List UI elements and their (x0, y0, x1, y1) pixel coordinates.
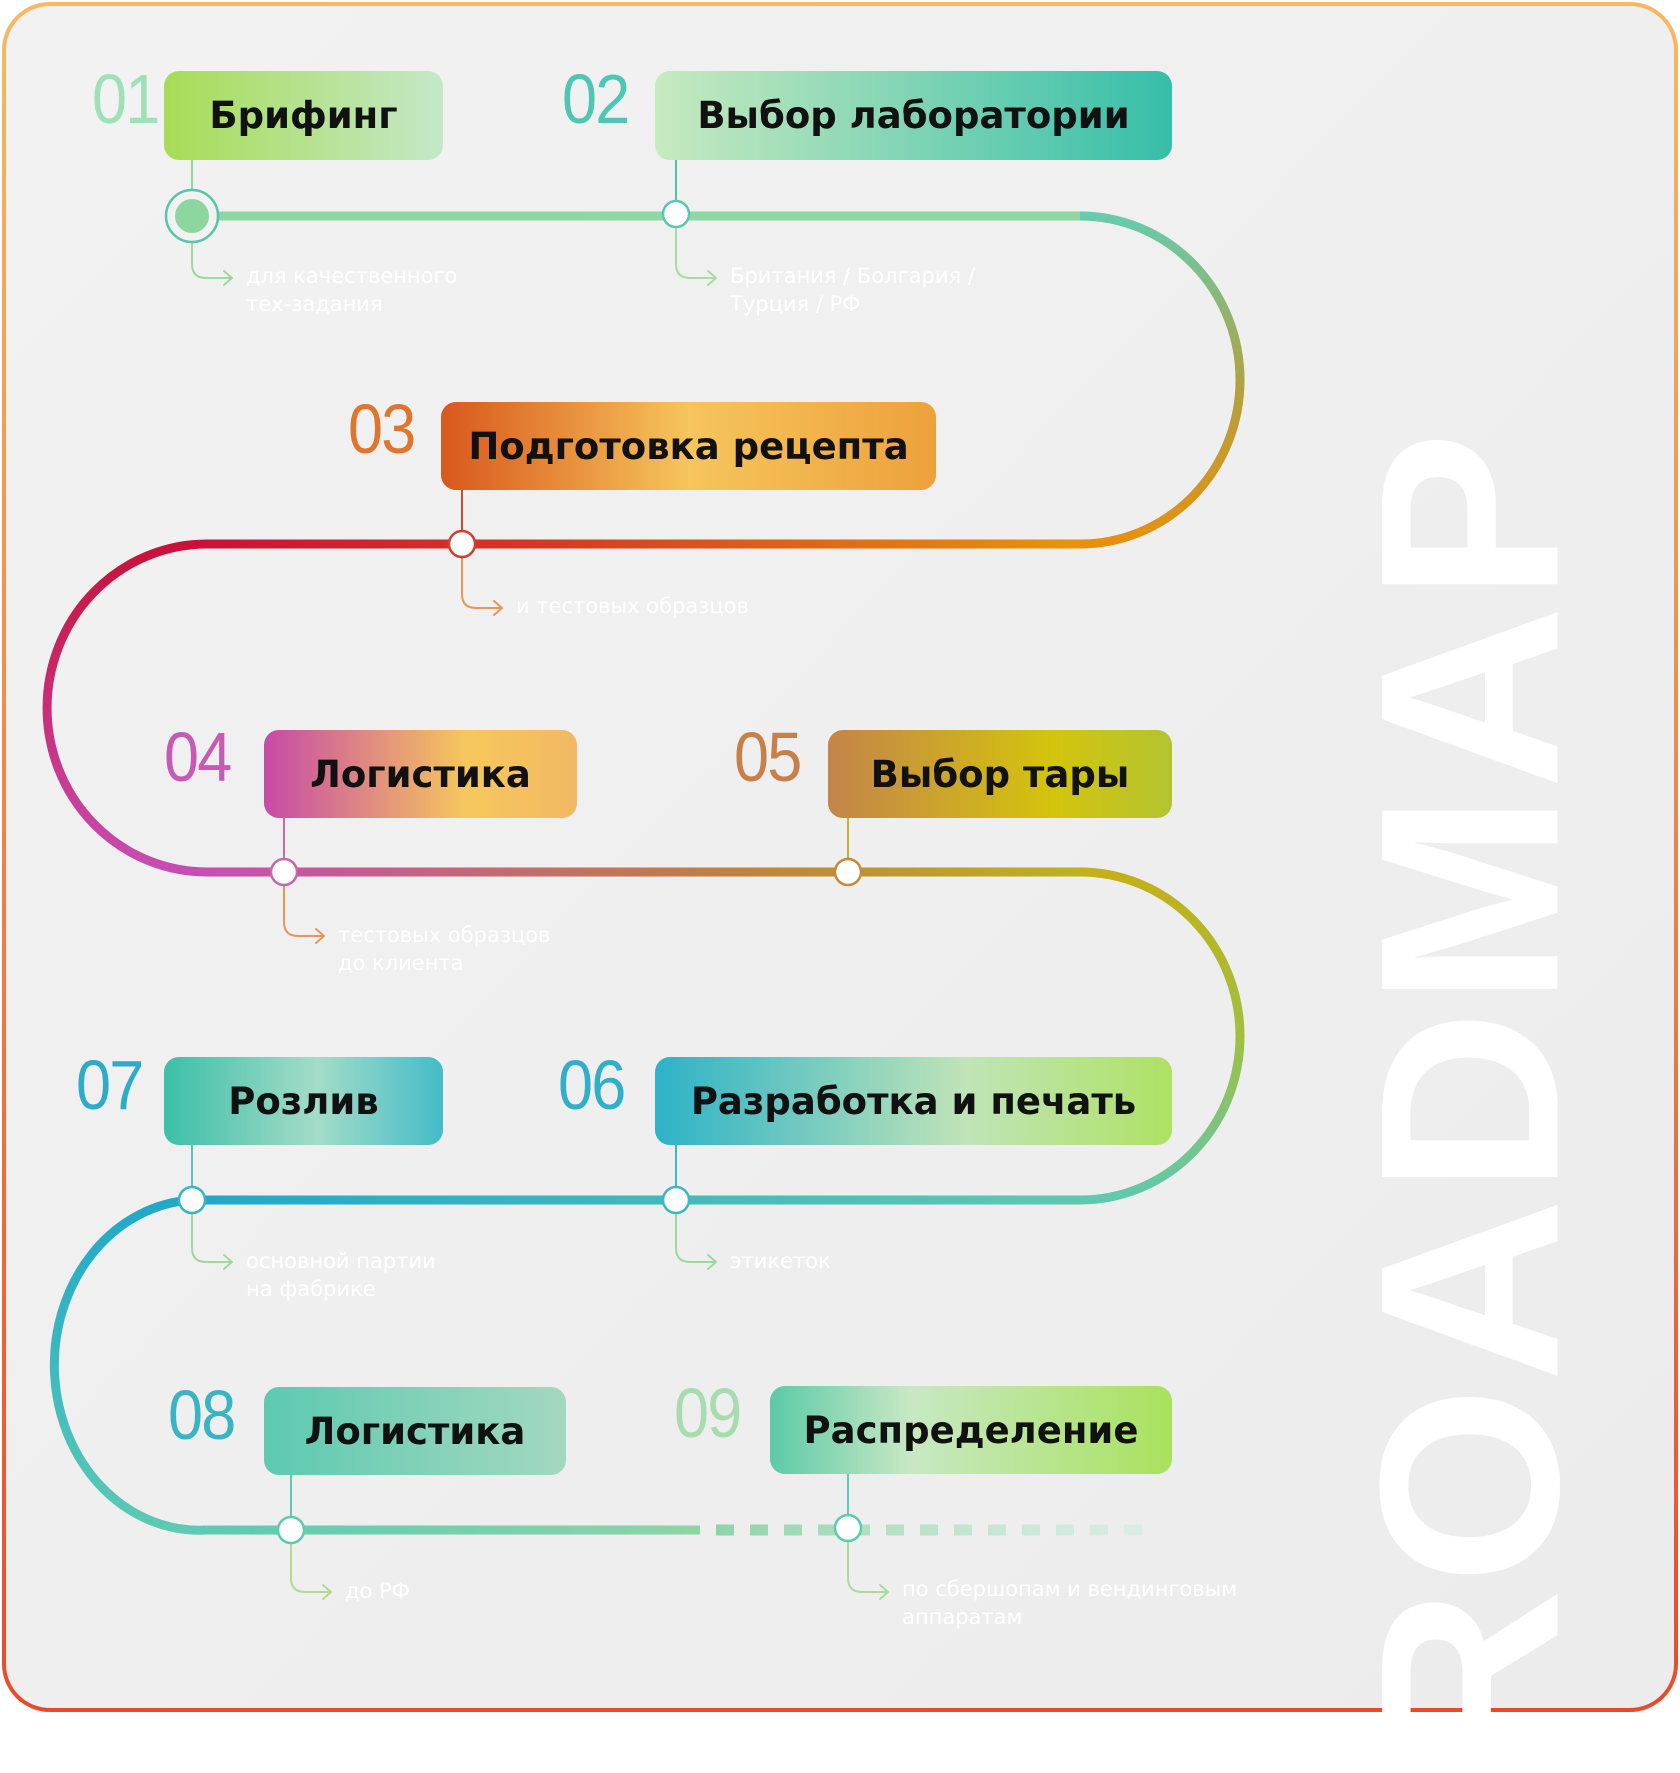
step-06-label: Разработка и печать (690, 1079, 1137, 1123)
step-07-note: основной партии на фабрике (246, 1247, 436, 1303)
step-09-note-line2: аппаратам (902, 1605, 1023, 1629)
step-number-06: 06 (558, 1046, 626, 1124)
step-number-02: 02 (562, 60, 630, 138)
step-01-label: Брифинг (209, 93, 398, 137)
step-04-note: тестовых образцов до клиента (338, 921, 551, 977)
step-number-01: 01 (92, 60, 160, 138)
step-04-note-line2: до клиента (338, 951, 464, 975)
step-01-note-line2: тех-задания (246, 292, 383, 316)
step-number-07: 07 (76, 1046, 144, 1124)
step-number-08: 08 (168, 1376, 236, 1454)
step-09-label: Распределение (803, 1408, 1139, 1452)
step-01-note-line1: для качественного (246, 264, 458, 288)
step-07-note-line2: на фабрике (246, 1277, 376, 1301)
step-03-note: и тестовых образцов (516, 592, 749, 620)
step-number-09: 09 (674, 1374, 742, 1452)
step-07-label: Розлив (228, 1079, 379, 1123)
step-04-note-line1: тестовых образцов (338, 923, 551, 947)
step-number-05: 05 (734, 718, 802, 796)
step-08-note: до РФ (345, 1577, 410, 1605)
step-03-label: Подготовка рецепта (468, 424, 909, 468)
step-04-label: Логистика (310, 752, 531, 796)
step-05-label: Выбор тары (870, 752, 1130, 796)
step-09-note: по сбершопам и вендинговым аппаратам (902, 1575, 1237, 1631)
step-02-note: Британия / Болгария / Турция / РФ (730, 262, 975, 318)
step-06-note-line1: этикеток (730, 1249, 831, 1273)
step-03-note-line1: и тестовых образцов (516, 594, 749, 618)
roadmap-title: ROADMAP (1327, 427, 1613, 1773)
roadmap-path-graphic (0, 0, 1680, 1714)
step-06-note: этикеток (730, 1247, 831, 1275)
step-02-note-line2: Турция / РФ (730, 292, 861, 316)
step-number-04: 04 (164, 718, 232, 796)
step-07-note-line1: основной партии (246, 1249, 436, 1273)
step-02-label: Выбор лаборатории (697, 93, 1130, 137)
step-09-note-line1: по сбершопам и вендинговым (902, 1577, 1238, 1601)
step-number-03: 03 (348, 390, 416, 468)
roadmap-infographic: 01 02 03 04 05 06 07 08 09 Брифинг Выбор… (0, 0, 1680, 1714)
step-02-note-line1: Британия / Болгария / (730, 264, 975, 288)
step-08-note-line1: до РФ (345, 1579, 410, 1603)
step-01-note: для качественного тех-задания (246, 262, 457, 318)
step-08-label: Логистика (304, 1409, 526, 1453)
